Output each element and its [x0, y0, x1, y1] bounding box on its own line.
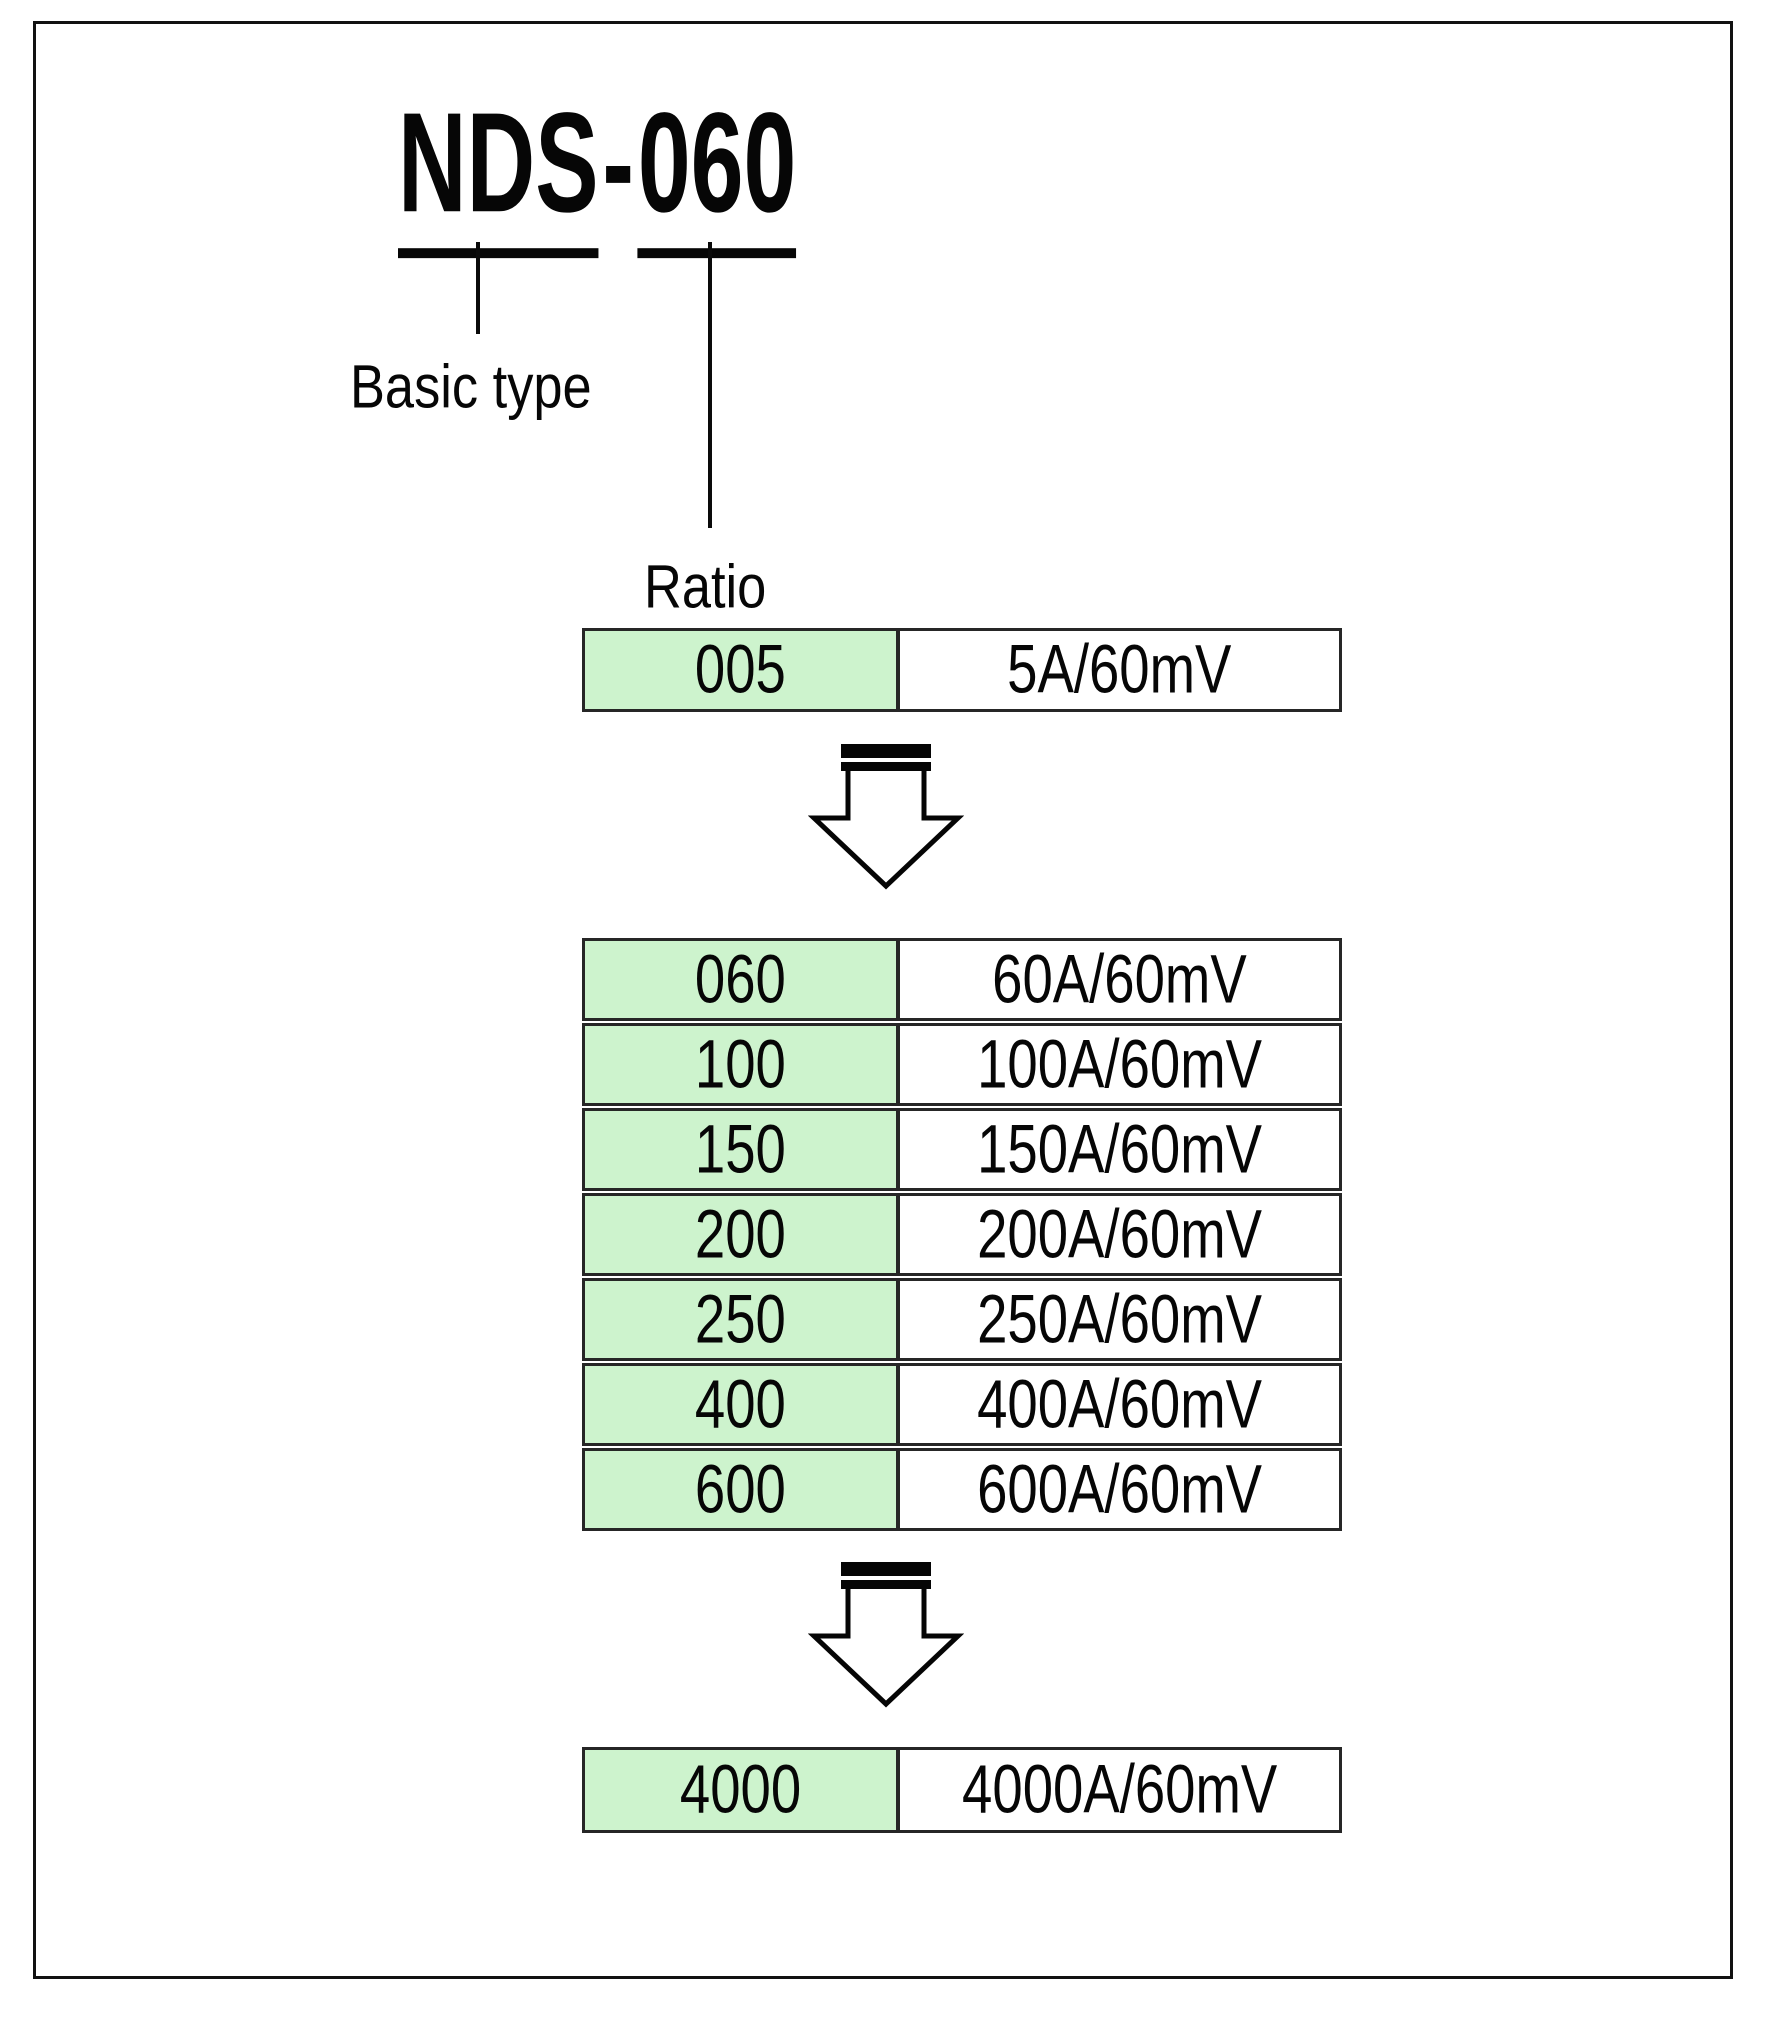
ratio-spec-text: 5A/60mV — [1007, 631, 1232, 708]
table-row: 060 60A/60mV — [582, 938, 1342, 1021]
ratio-spec-text: 150A/60mV — [977, 1110, 1263, 1188]
ratio-code-text: 005 — [695, 631, 787, 708]
ratio-spec-cell: 200A/60mV — [900, 1196, 1339, 1273]
ratio-spec-text: 100A/60mV — [977, 1025, 1263, 1103]
ratio-spec-cell: 4000A/60mV — [900, 1750, 1339, 1830]
basic-type-label-text: Basic type — [350, 352, 592, 421]
table-row: 250 250A/60mV — [582, 1278, 1342, 1361]
ratio-spec-cell: 150A/60mV — [900, 1111, 1339, 1188]
ratio-label-text: Ratio — [644, 552, 767, 621]
ratio-code-text: 250 — [695, 1280, 787, 1358]
ratio-code-text: 060 — [695, 940, 787, 1018]
ratio-code-cell: 060 — [585, 940, 901, 1018]
ratio-spec-cell: 250A/60mV — [900, 1281, 1339, 1358]
ratio-code-cell: 100 — [585, 1025, 901, 1103]
table-row: 600 600A/60mV — [582, 1448, 1342, 1531]
ratio-leader-line — [708, 242, 712, 528]
title-separator: - — [602, 83, 635, 243]
ratio-code-text: 100 — [695, 1025, 787, 1103]
ratio-code-cell: 4000 — [585, 1750, 901, 1830]
ratio-spec-cell: 400A/60mV — [900, 1366, 1339, 1443]
base-ratio-table: 005 5A/60mV — [582, 628, 1342, 712]
ratio-spec-cell: 100A/60mV — [900, 1026, 1339, 1103]
ratio-spec-text: 4000A/60mV — [961, 1751, 1278, 1828]
title-ratio-part: 060 — [637, 92, 797, 259]
ratio-spec-text: 400A/60mV — [977, 1365, 1263, 1443]
ratio-spec-cell: 60A/60mV — [900, 941, 1339, 1018]
ratio-code-cell: 150 — [585, 1110, 901, 1188]
ratio-code-cell: 400 — [585, 1365, 901, 1443]
outer-border — [33, 21, 1733, 1979]
ratio-code-text: 150 — [695, 1110, 787, 1188]
table-row: 100 100A/60mV — [582, 1023, 1342, 1106]
basic-type-leader-line — [476, 242, 480, 334]
ratio-code-cell: 005 — [585, 631, 901, 709]
ratio-spec-text: 600A/60mV — [977, 1450, 1263, 1528]
table-row: 005 5A/60mV — [582, 628, 1342, 712]
basic-type-label: Basic type — [350, 356, 599, 418]
title-basic-type-part: NDS — [398, 92, 599, 259]
table-row: 150 150A/60mV — [582, 1108, 1342, 1191]
ratio-spec-cell: 600A/60mV — [900, 1451, 1339, 1528]
ratio-code-text: 400 — [695, 1365, 787, 1443]
ratio-code-text: 200 — [695, 1195, 787, 1273]
model-number-title: NDS-060 — [398, 83, 797, 259]
ratio-code-cell: 600 — [585, 1450, 901, 1528]
table-row: 4000 4000A/60mV — [582, 1747, 1342, 1833]
ratio-spec-cell: 5A/60mV — [900, 631, 1339, 709]
table-row: 200 200A/60mV — [582, 1193, 1342, 1276]
ratio-code-text: 4000 — [679, 1751, 802, 1828]
ratio-spec-text: 250A/60mV — [977, 1280, 1263, 1358]
ratio-options-table: 060 60A/60mV 100 100A/60mV 150 150A/60mV… — [582, 938, 1342, 1531]
down-arrow-icon — [808, 744, 964, 890]
ratio-code-cell: 250 — [585, 1280, 901, 1358]
table-row: 400 400A/60mV — [582, 1363, 1342, 1446]
max-ratio-table: 4000 4000A/60mV — [582, 1747, 1342, 1833]
ratio-spec-text: 200A/60mV — [977, 1195, 1263, 1273]
ratio-label: Ratio — [644, 556, 770, 618]
down-arrow-icon — [808, 1562, 964, 1708]
ratio-code-text: 600 — [695, 1450, 787, 1528]
ratio-code-cell: 200 — [585, 1195, 901, 1273]
ratio-spec-text: 60A/60mV — [992, 940, 1247, 1018]
